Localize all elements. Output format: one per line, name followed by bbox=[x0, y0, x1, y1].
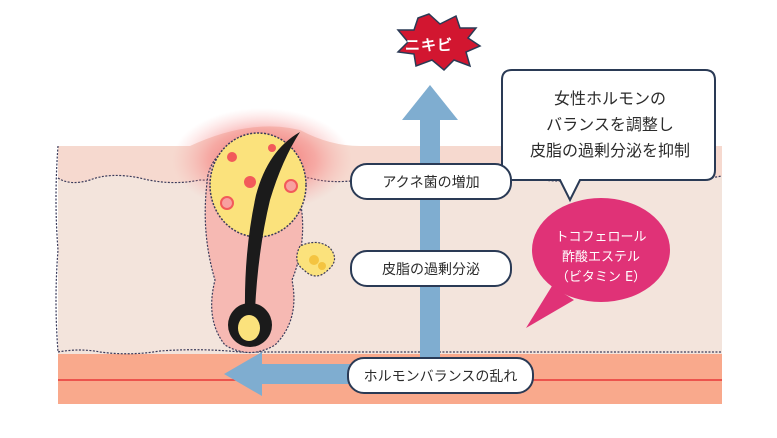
hair-papilla bbox=[238, 315, 260, 341]
callout-line: バランスを調整し bbox=[546, 115, 674, 134]
sebaceous-gland-cell bbox=[309, 255, 319, 265]
acne-bacteria bbox=[284, 179, 298, 193]
excess-sebum-label: 皮脂の過剰分泌 bbox=[350, 250, 512, 287]
sebaceous-gland-cell bbox=[318, 262, 326, 270]
badge-line: （ビタミン E） bbox=[555, 270, 647, 285]
acne-bacteria bbox=[227, 152, 237, 162]
vitamin-e-badge-text: トコフェロール 酢酸エステル （ビタミン E） bbox=[545, 228, 657, 288]
acne-increase-label: アクネ菌の増加 bbox=[350, 163, 512, 200]
hormone-arrow-head bbox=[224, 352, 262, 396]
badge-pointer bbox=[526, 286, 574, 328]
callout-bubble bbox=[501, 69, 716, 203]
callout-text: 女性ホルモンの バランスを調整し 皮脂の過剰分泌を抑制 bbox=[505, 86, 715, 164]
acne-bacteria bbox=[244, 176, 256, 188]
cause-arrow-shaft bbox=[420, 120, 440, 362]
vitamin-e-badge bbox=[532, 198, 670, 302]
cause-arrow-head bbox=[402, 85, 458, 120]
hair-shaft bbox=[244, 132, 300, 312]
callout-line: 女性ホルモンの bbox=[553, 89, 666, 108]
hormone-arrow-shaft bbox=[258, 364, 370, 384]
callout-line: 皮脂の過剰分泌を抑制 bbox=[529, 141, 690, 160]
badge-line: トコフェロール bbox=[555, 230, 647, 245]
hormone-imbalance-label: ホルモンバランスの乱れ bbox=[347, 357, 534, 394]
badge-line: 酢酸エステル bbox=[561, 250, 640, 265]
skin-left-edge bbox=[55, 145, 59, 353]
pimple-burst bbox=[396, 13, 482, 72]
acne-bacteria bbox=[220, 196, 234, 210]
pimple-label: ニキビ bbox=[404, 35, 453, 54]
acne-bacteria bbox=[268, 144, 276, 152]
